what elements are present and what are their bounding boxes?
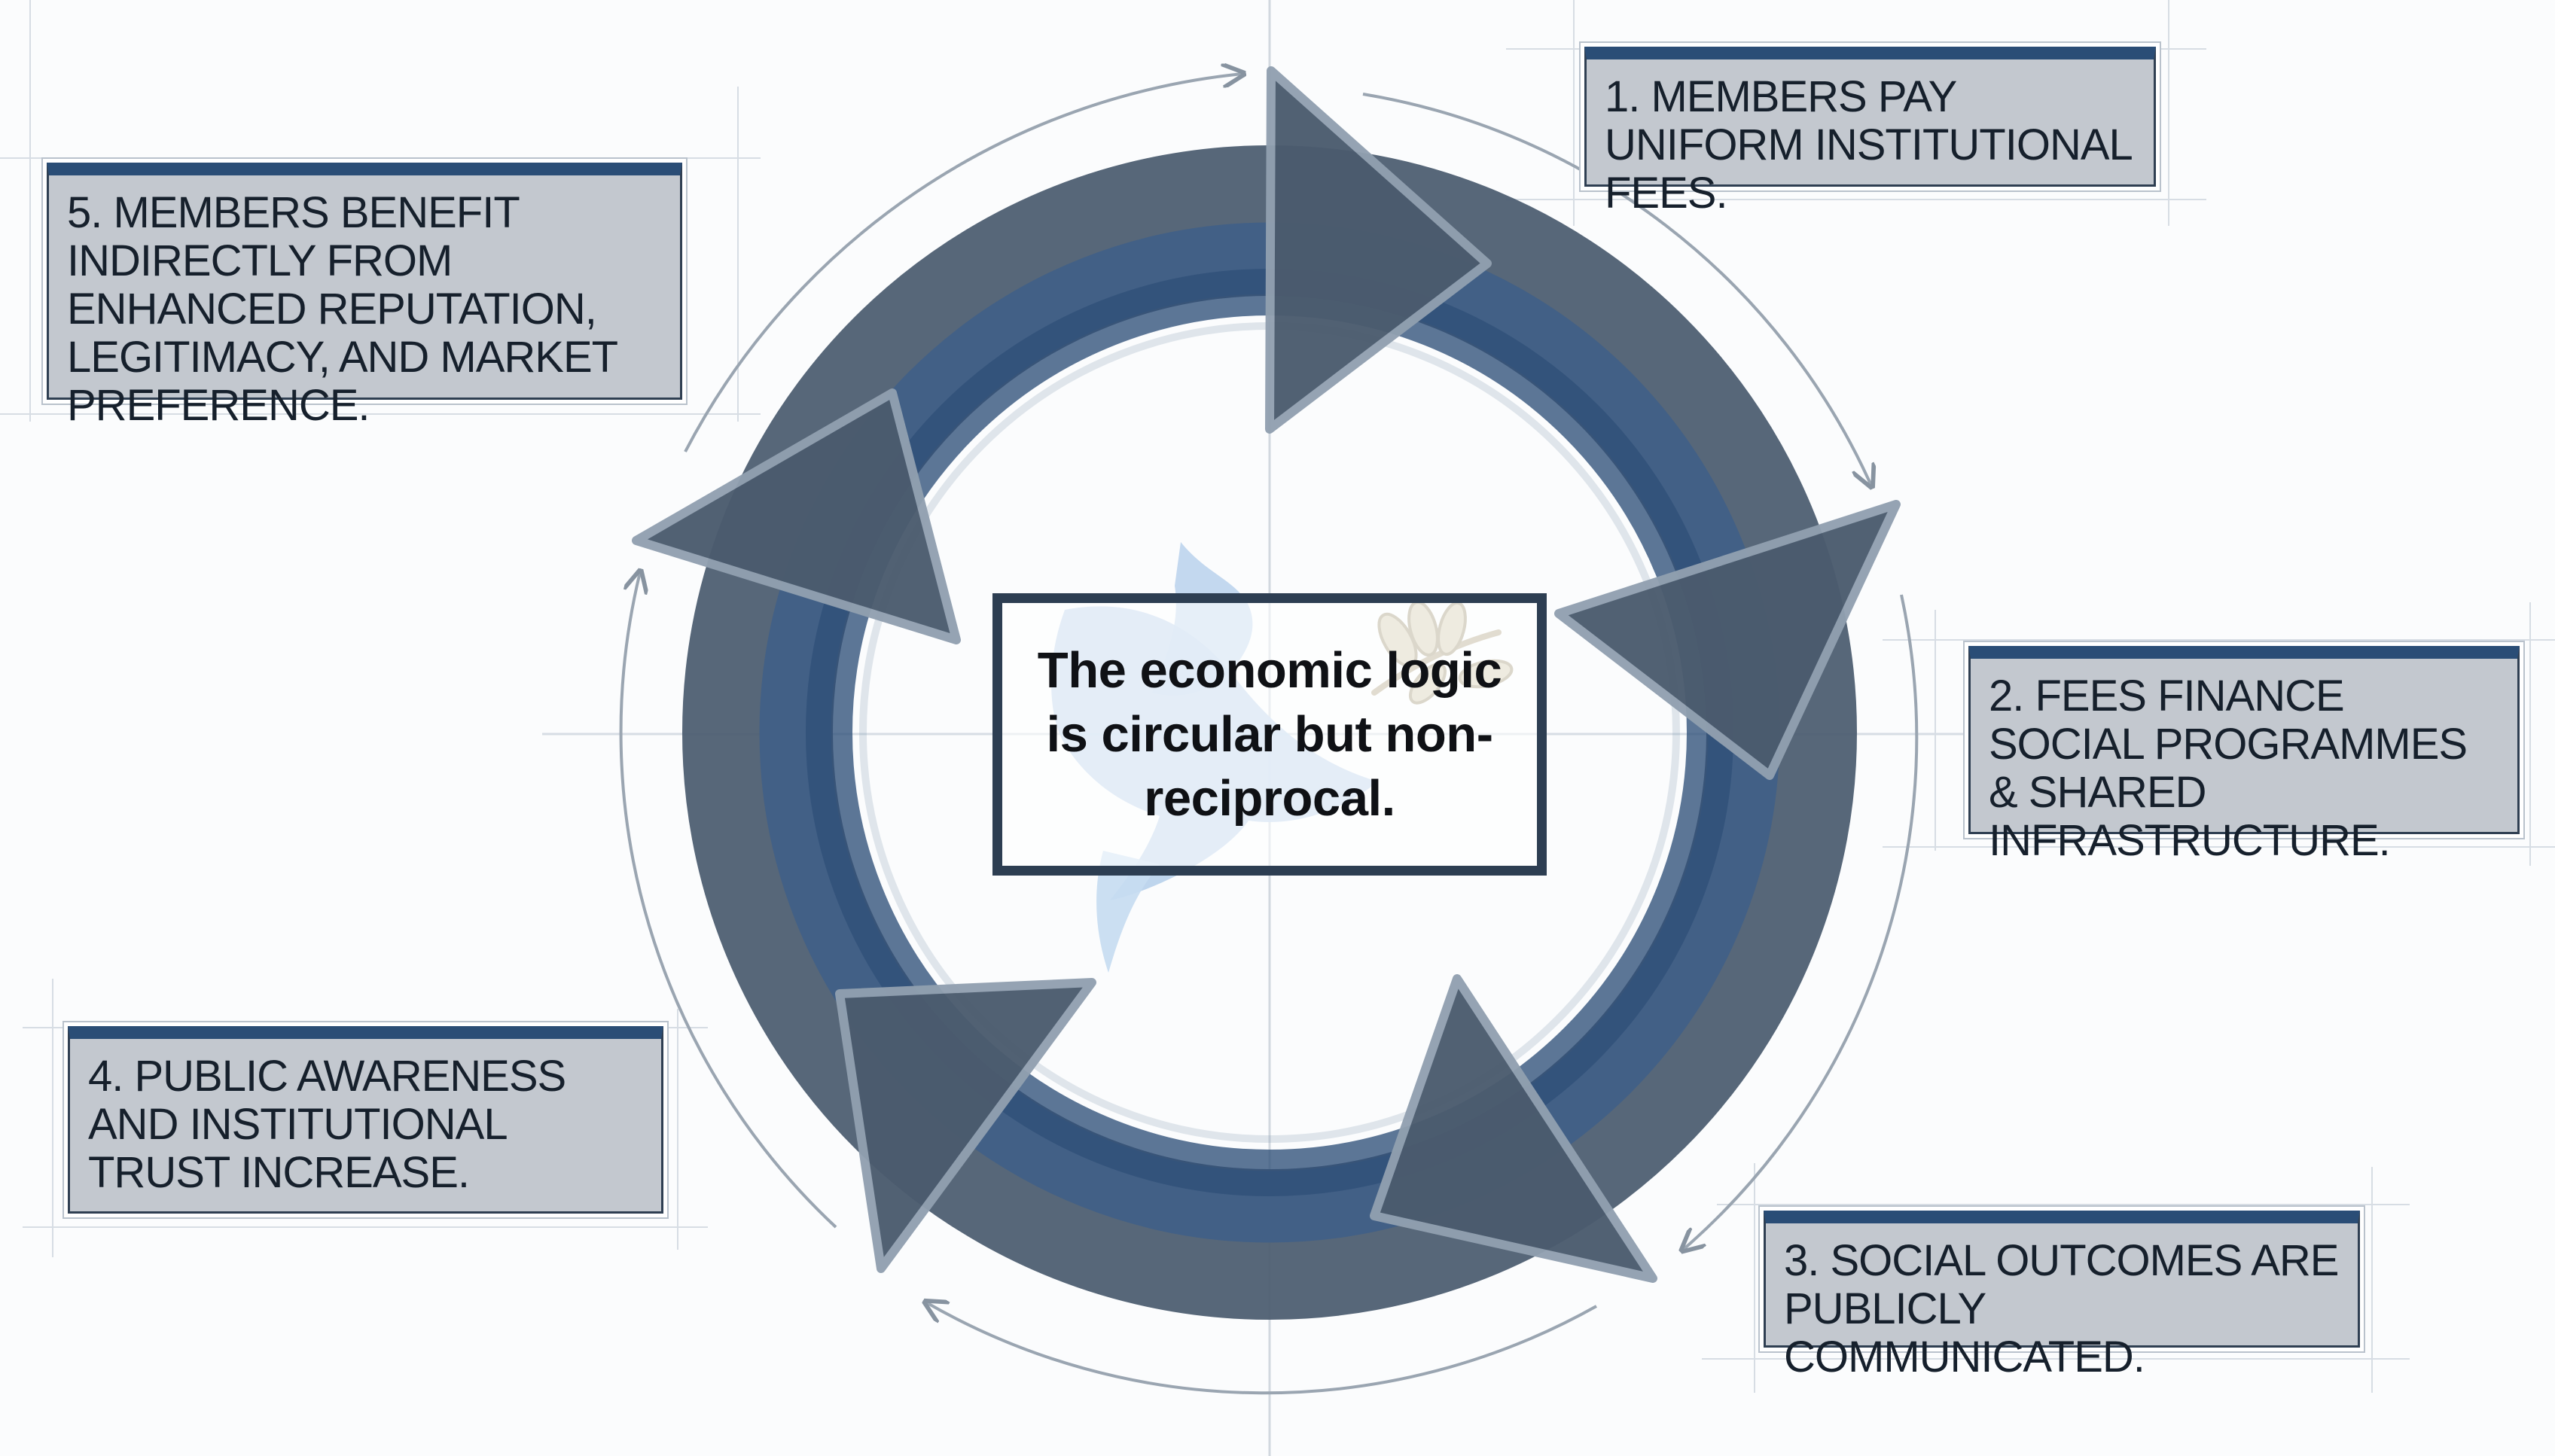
step-text-2: 2. FEES FINANCE SOCIAL PROGRAMMES & SHAR… [1989, 672, 2468, 865]
outer-cycle-guides [619, 74, 1919, 1395]
arrowhead-right [1554, 500, 1901, 780]
arrowhead-left [632, 388, 961, 644]
step-box-5: 5. MEMBERS BENEFIT INDIRECTLY FROM ENHAN… [47, 163, 682, 430]
step-box-3: 3. SOCIAL OUTCOMES ARE PUBLICLY COMMUNIC… [1764, 1211, 2360, 1381]
step-text-1: 1. MEMBERS PAY UNIFORM INSTITUTIONAL FEE… [1605, 72, 2132, 218]
arrowhead-top [1265, 66, 1492, 434]
center-callout: The economic logic is circular but non-r… [992, 593, 1547, 876]
step-box-4: 4. PUBLIC AWARENESS AND INSTITUTIONAL TR… [68, 1026, 663, 1214]
center-statement: The economic logic is circular but non-r… [1037, 642, 1502, 827]
step-text-4: 4. PUBLIC AWARENESS AND INSTITUTIONAL TR… [88, 1052, 566, 1197]
arrowhead-bottom-right [1370, 974, 1657, 1283]
step-text-3: 3. SOCIAL OUTCOMES ARE PUBLICLY COMMUNIC… [1784, 1236, 2339, 1381]
step-text-5: 5. MEMBERS BENEFIT INDIRECTLY FROM ENHAN… [67, 188, 617, 430]
dove-tail-icon [1096, 851, 1160, 973]
step-box-2: 2. FEES FINANCE SOCIAL PROGRAMMES & SHAR… [1968, 646, 2520, 865]
arrowhead-bottom-left [835, 978, 1096, 1273]
cycle-arrowheads [632, 66, 1901, 1283]
step-box-1: 1. MEMBERS PAY UNIFORM INSTITUTIONAL FEE… [1584, 47, 2156, 218]
